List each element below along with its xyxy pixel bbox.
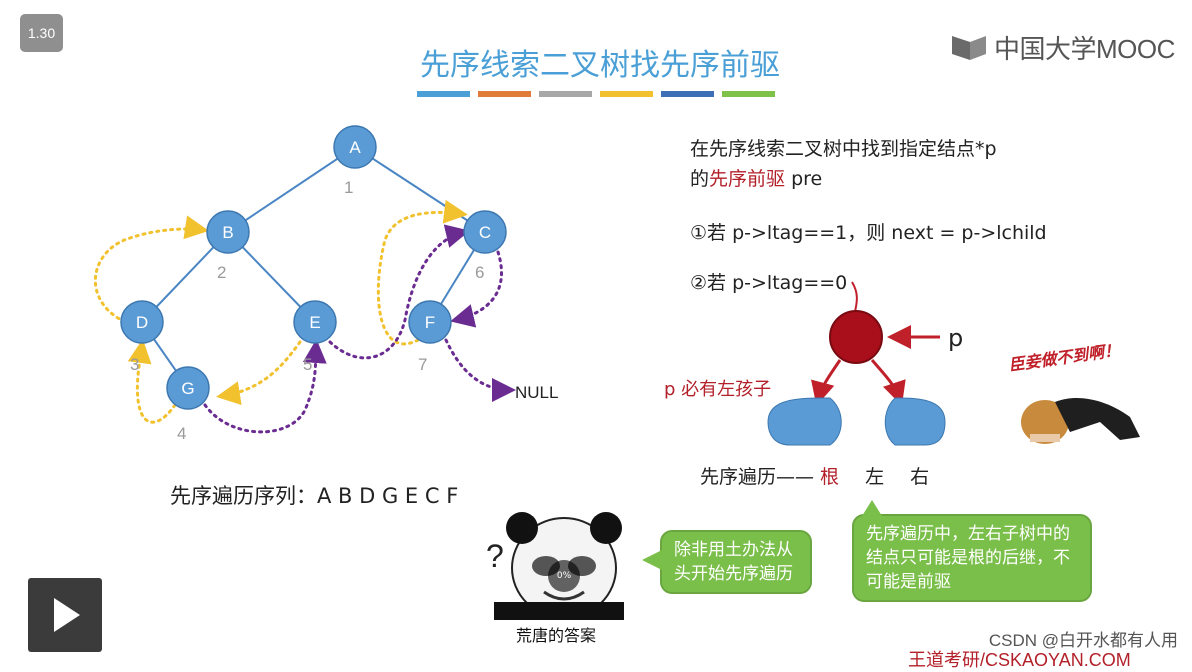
predecessor-threads	[94, 199, 468, 424]
mooc-logo-text: 中国大学MOOC	[994, 33, 1175, 64]
note-text: 先序遍历中，左右子树中的结点只可能是根的后继，不可能是	[866, 524, 1070, 592]
playback-speed-badge[interactable]: 1.30	[20, 14, 63, 52]
visit-order-number: 2	[217, 263, 227, 282]
p-node-illustration	[767, 281, 946, 446]
tree-edges	[141, 146, 486, 389]
right-subtree-shape	[884, 397, 946, 446]
tree-node-f	[408, 300, 452, 344]
kneeling-character-icon	[1007, 330, 1147, 444]
line2-red-term: 先序前驱	[709, 168, 786, 190]
bubble-tail-icon	[642, 550, 662, 570]
question-mark: ?	[486, 538, 504, 574]
visit-order-number: 1	[344, 178, 354, 197]
visit-order-number: 6	[475, 263, 485, 282]
tree-node-b	[206, 210, 250, 254]
play-icon	[54, 598, 80, 632]
p-label: p	[948, 324, 964, 352]
color-bar-segment	[661, 91, 714, 97]
preorder-sequence: 先序遍历序列：A B D G E C F	[170, 484, 459, 508]
footer-site: 王道考研/CSKAOYAN.COM	[908, 650, 1131, 670]
p-node-circle	[829, 310, 883, 364]
left-subtree-shape	[767, 397, 842, 446]
color-bar-segment	[539, 91, 592, 97]
meme-speech-bubble: 除非用土办法从头开始先序遍历	[660, 530, 812, 594]
tree-node-label: C	[479, 223, 491, 242]
note-bubble: 先序遍历中，左右子树中的结点只可能是根的后继，不可能是前驱	[852, 514, 1092, 602]
traversal-prefix: 先序遍历——	[700, 466, 821, 488]
slide-canvas: 1.30 中国大学MOOC 先序线索二叉树找先序前驱	[20, 14, 1178, 670]
rule-2: ②若 p->ltag==0	[690, 272, 848, 294]
sticker-image: 臣妾做不到啊！	[1000, 322, 1150, 454]
play-button[interactable]	[28, 578, 102, 652]
tree-nodes: A B C D E F G NULL	[120, 125, 558, 410]
right-child-arrow	[870, 359, 906, 406]
mooc-logo: 中国大学MOOC	[950, 30, 1175, 64]
note-bubble-tail-icon	[862, 500, 882, 516]
tree-node-label: B	[222, 223, 233, 242]
null-label: NULL	[515, 383, 558, 402]
left-child-note: p 必有左孩子	[664, 379, 772, 400]
traversal-order: 先序遍历—— 根 左 右	[700, 462, 929, 489]
traversal-right: 右	[910, 466, 930, 488]
color-bar-segment	[478, 91, 531, 97]
tree-node-label: F	[425, 313, 435, 332]
visit-order-number: 3	[130, 355, 140, 374]
color-bar-segment	[722, 91, 775, 97]
line2-prefix: 的	[690, 168, 710, 190]
tree-node-label: G	[181, 379, 194, 398]
successor-threads	[203, 224, 516, 434]
left-child-arrow	[811, 359, 842, 406]
mooc-logo-icon	[952, 36, 986, 60]
slide-title: 先序线索二叉树找先序前驱	[420, 48, 780, 83]
csdn-watermark: CSDN @白开水都有人用	[988, 631, 1178, 650]
tree-node-g	[166, 366, 210, 410]
tree-node-a	[333, 125, 377, 169]
loading-indicator: 0%	[548, 560, 580, 592]
description-line-2: 的先序前驱 pre	[690, 164, 822, 191]
visit-order-number: 5	[303, 355, 313, 374]
tree-node-label: A	[349, 138, 361, 157]
tree-node-label: E	[309, 313, 320, 332]
tree-node-d	[120, 300, 164, 344]
binary-tree-diagram: A B C D E F G NULL	[94, 125, 1051, 599]
tree-node-e	[293, 300, 337, 344]
incoming-arrow-icon	[851, 281, 858, 313]
rule-1: ①若 p->ltag==1，则 next = p->lchild	[690, 222, 1047, 244]
color-bar-segment	[417, 91, 470, 97]
description-line-1: 在先序线索二叉树中找到指定结点*p	[690, 138, 997, 160]
tree-node-label: D	[136, 313, 148, 332]
note-circled-text: 前驱	[917, 572, 951, 592]
line2-suffix: pre	[785, 168, 823, 190]
visit-order-number: 4	[177, 424, 187, 443]
traversal-left: 左	[865, 466, 885, 488]
visit-order-number: 7	[418, 355, 428, 374]
meme-caption: 荒唐的答案	[516, 626, 597, 645]
color-bar-segment	[600, 91, 653, 97]
tree-node-c	[463, 210, 507, 254]
traversal-root: 根	[820, 466, 840, 488]
